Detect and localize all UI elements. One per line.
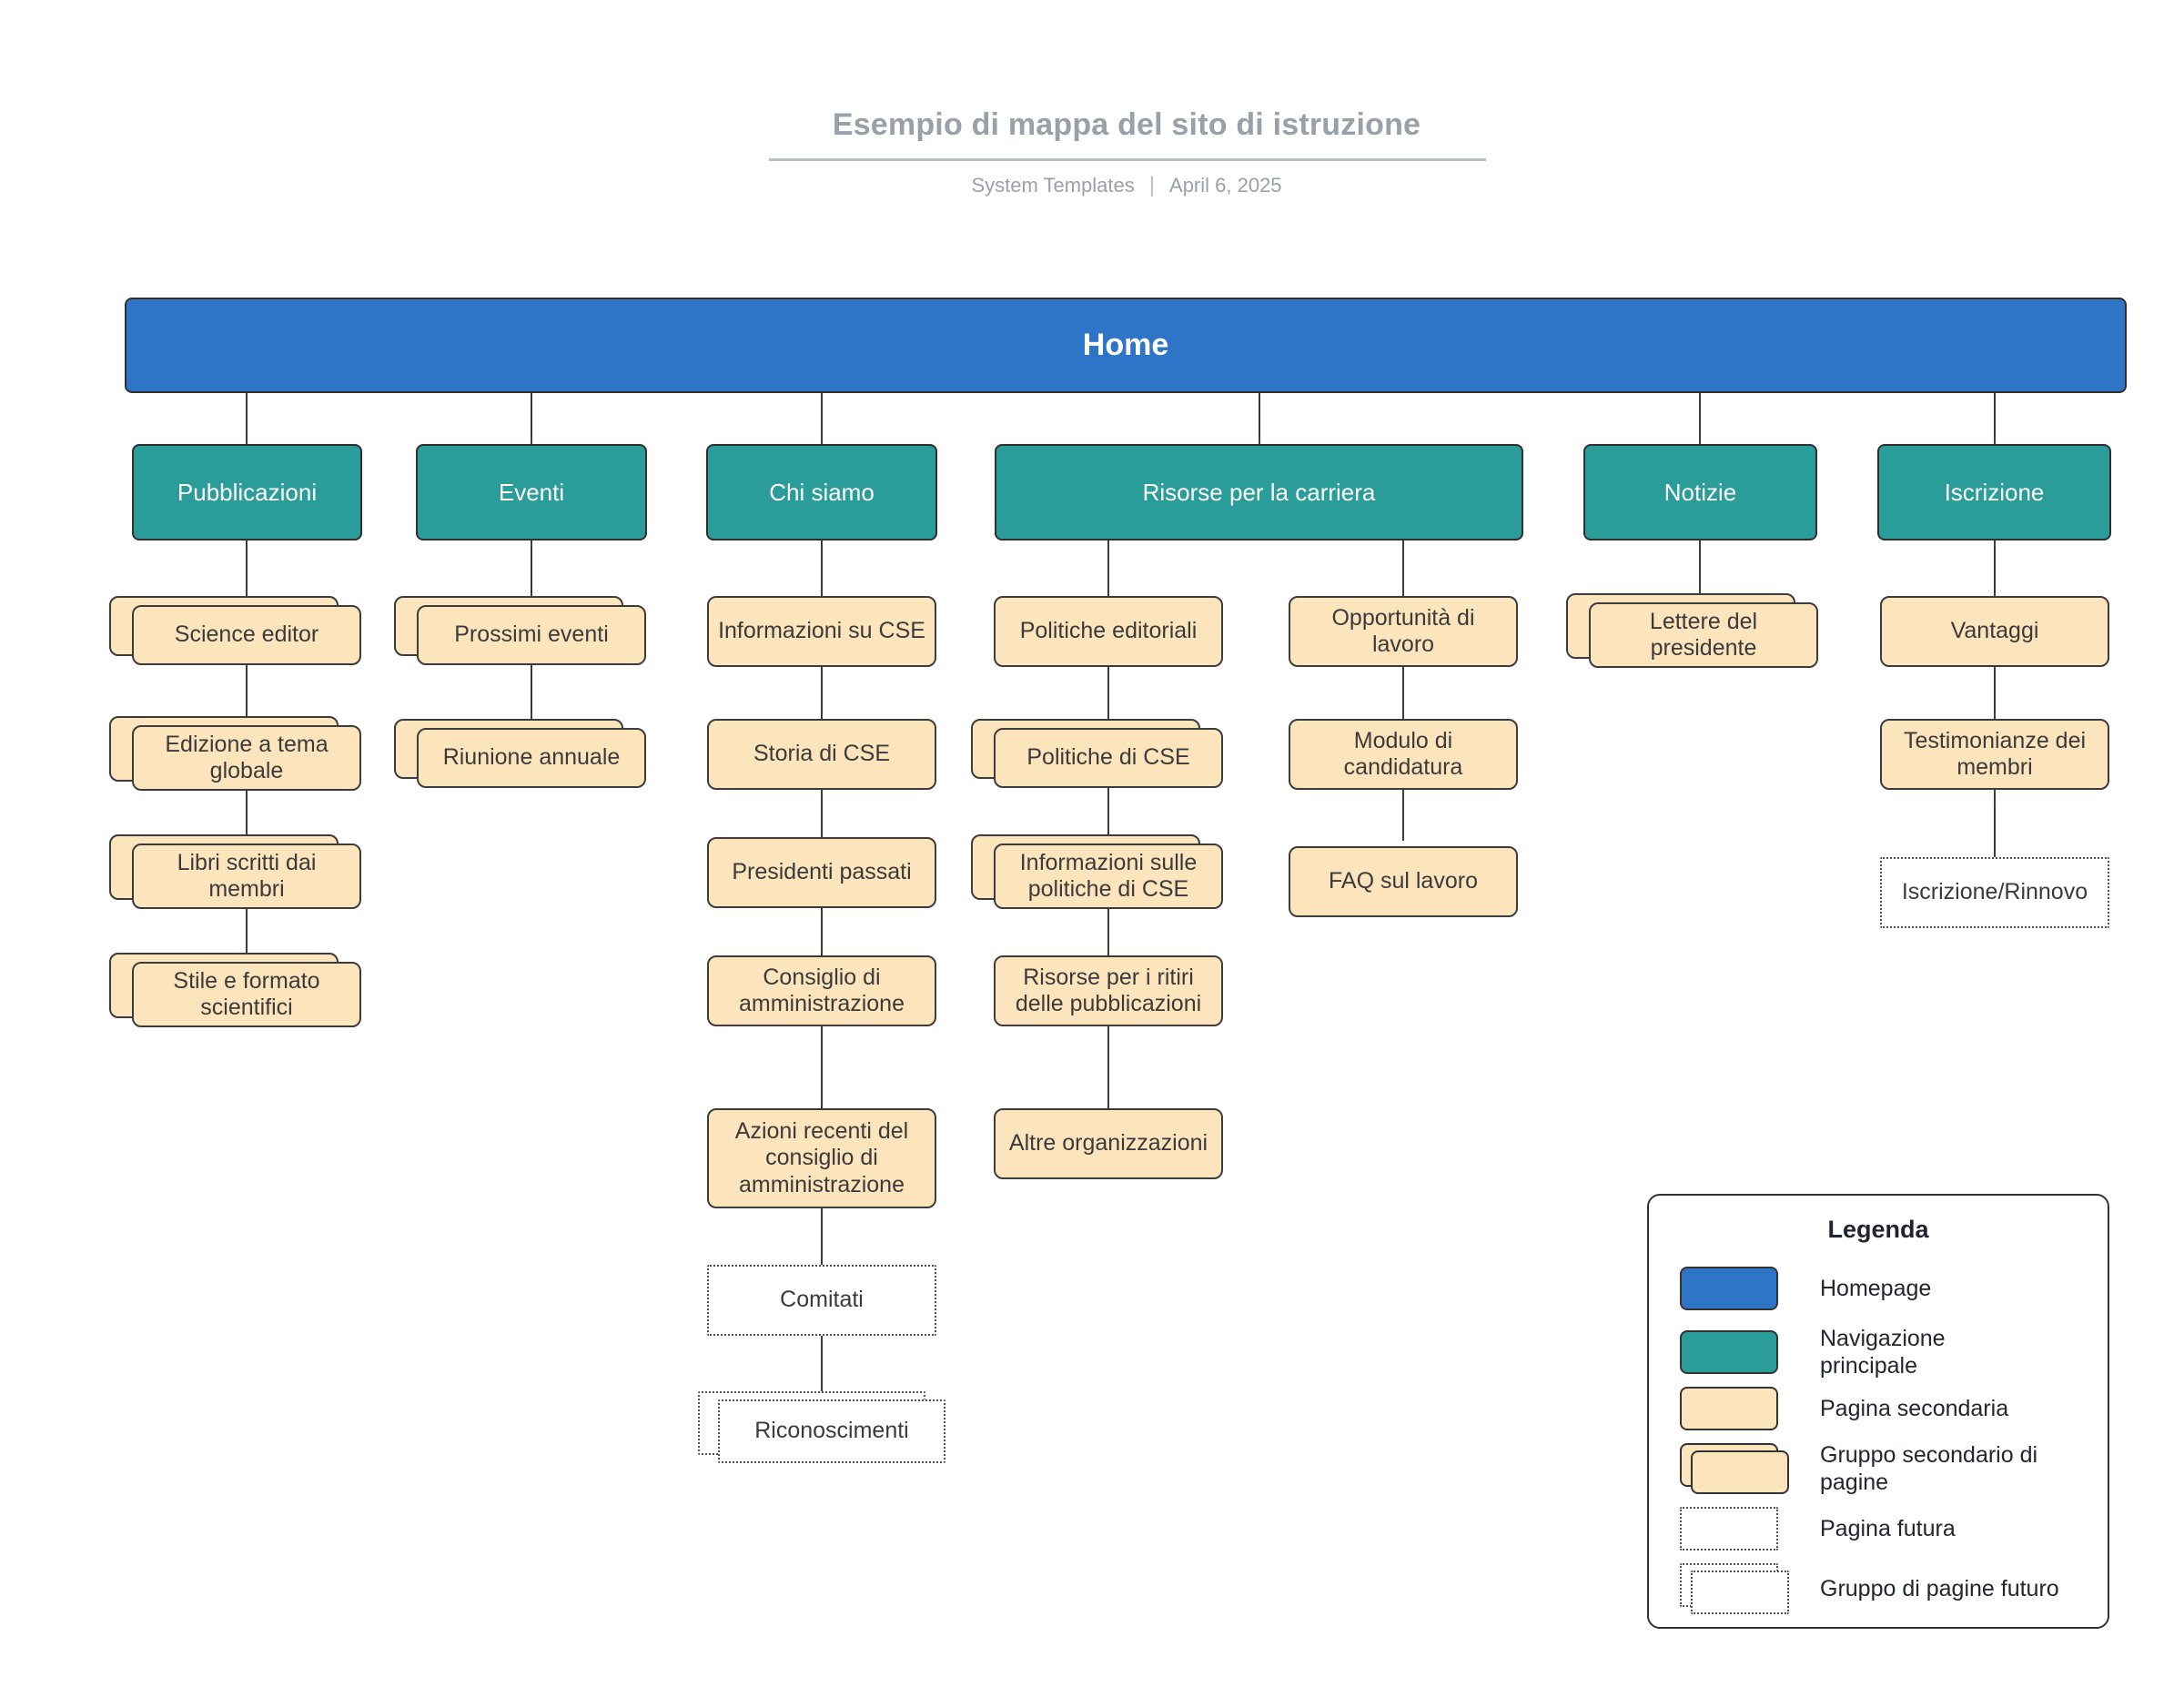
connector-line xyxy=(821,1025,823,1112)
legend-label: Homepage xyxy=(1820,1276,1932,1301)
future-page-iscrizione-rinnovo: Iscrizione/Rinnovo xyxy=(1880,857,2109,928)
secondary-group-swatch xyxy=(1680,1443,1793,1494)
main-nav-swatch xyxy=(1680,1327,1793,1378)
subtitle-source: System Templates xyxy=(971,174,1135,197)
connector-line xyxy=(1107,907,1109,960)
connector-line xyxy=(821,1334,823,1403)
connector-line xyxy=(1994,539,1996,601)
page-presidenti-passati: Presidenti passati xyxy=(707,837,936,908)
legend-label: Navigazione principale xyxy=(1820,1326,1946,1379)
page-azioni-recenti-consiglio: Azioni recenti del consiglio di amminist… xyxy=(707,1108,936,1208)
connector-line xyxy=(246,539,248,610)
nav-section-notizie: Notizie xyxy=(1583,444,1817,540)
connector-line xyxy=(1402,788,1404,841)
page-prossimi-eventi: Prossimi eventi xyxy=(417,605,646,665)
page-risorse-ritiri-pubblicazioni: Risorse per i ritiri delle pubblicazioni xyxy=(994,955,1223,1026)
connector-line xyxy=(821,539,823,601)
future-page-comitati: Comitati xyxy=(707,1265,936,1336)
page-lettere-del-presidente: Lettere del presidente xyxy=(1589,602,1818,668)
page-science-editor: Science editor xyxy=(132,605,361,665)
nav-section-pubblicazioni: Pubblicazioni xyxy=(132,444,362,540)
legend-panel: Legenda Homepage Navigazione principale … xyxy=(1647,1194,2109,1629)
connector-line xyxy=(246,787,248,851)
page-edizione-tema-globale: Edizione a tema globale xyxy=(132,725,361,791)
connector-line xyxy=(821,1207,823,1268)
legend-row-homepage: Homepage xyxy=(1680,1263,1931,1314)
connector-line xyxy=(531,539,532,610)
future-page-swatch xyxy=(1680,1503,1793,1554)
legend-row-future-group: Gruppo di pagine futuro xyxy=(1680,1563,2059,1614)
connector-line xyxy=(821,906,823,959)
connector-line xyxy=(1107,665,1109,732)
connector-line xyxy=(531,391,532,448)
connector-line xyxy=(1259,391,1260,448)
legend-row-secondary-page: Pagina secondaria xyxy=(1680,1383,2008,1434)
connector-line xyxy=(246,663,248,732)
subtitle: System Templates | April 6, 2025 xyxy=(581,173,1673,198)
nav-section-iscrizione: Iscrizione xyxy=(1877,444,2111,540)
page-storia-di-cse: Storia di CSE xyxy=(707,719,936,790)
legend-title: Legenda xyxy=(1827,1216,1929,1243)
connector-line xyxy=(1699,391,1701,448)
legend-label: Gruppo secondario di pagine xyxy=(1820,1442,2038,1495)
connector-line xyxy=(1107,786,1109,848)
connector-line xyxy=(246,905,248,969)
nav-section-eventi: Eventi xyxy=(416,444,647,540)
subtitle-date: April 6, 2025 xyxy=(1169,174,1282,197)
page-stile-formato-scientifici: Stile e formato scientifici xyxy=(132,962,361,1027)
connector-line xyxy=(1699,539,1701,607)
connector-line xyxy=(821,391,823,448)
connector-line xyxy=(1402,539,1404,601)
legend-row-main-nav: Navigazione principale xyxy=(1680,1325,1956,1379)
node-home: Home xyxy=(125,298,2127,393)
connector-line xyxy=(1994,665,1996,722)
homepage-swatch xyxy=(1680,1263,1793,1314)
page-vantaggi: Vantaggi xyxy=(1880,596,2109,667)
legend-label: Pagina futura xyxy=(1820,1516,1956,1541)
future-group-swatch xyxy=(1680,1563,1793,1614)
connector-line xyxy=(1107,539,1109,601)
legend-label: Gruppo di pagine futuro xyxy=(1820,1576,2059,1601)
connector-line xyxy=(1107,1025,1109,1112)
page-faq-sul-lavoro: FAQ sul lavoro xyxy=(1289,846,1518,917)
connector-line xyxy=(531,663,532,736)
legend-row-future-page: Pagina futura xyxy=(1680,1503,1956,1554)
connector-line xyxy=(821,788,823,841)
page-riunione-annuale: Riunione annuale xyxy=(417,728,646,788)
secondary-page-swatch xyxy=(1680,1383,1793,1434)
page-title: Esempio di mappa del sito di istruzione xyxy=(832,107,1421,142)
page-opportunita-di-lavoro: Opportunità di lavoro xyxy=(1289,596,1518,667)
connector-line xyxy=(246,391,248,448)
page-testimonianze-membri: Testimonianze dei membri xyxy=(1880,719,2109,790)
page-libri-scritti-membri: Libri scritti dai membri xyxy=(132,844,361,909)
legend-row-secondary-group: Gruppo secondario di pagine xyxy=(1680,1441,2049,1496)
page-informazioni-politiche-cse: Informazioni sulle politiche di CSE xyxy=(994,844,1223,909)
page-consiglio-amministrazione: Consiglio di amministrazione xyxy=(707,955,936,1026)
legend-label: Pagina secondaria xyxy=(1820,1396,2009,1421)
page-label: Modulo di candidatura xyxy=(1343,727,1463,781)
page-modulo-di-candidatura: Modulo di candidatura xyxy=(1289,719,1518,790)
subtitle-divider: | xyxy=(1148,173,1156,197)
page-informazioni-su-cse: Informazioni su CSE xyxy=(707,596,936,667)
page-politiche-di-cse: Politiche di CSE xyxy=(994,728,1223,788)
nav-section-chi-siamo: Chi siamo xyxy=(706,444,937,540)
nav-section-risorse-carriera: Risorse per la carriera xyxy=(995,444,1523,540)
future-group-riconoscimenti: Riconoscimenti xyxy=(718,1399,945,1463)
connector-line xyxy=(1994,391,1996,448)
page-politiche-editoriali: Politiche editoriali xyxy=(994,596,1223,667)
page-altre-organizzazioni: Altre organizzazioni xyxy=(994,1108,1223,1179)
connector-line xyxy=(1994,788,1996,861)
connector-line xyxy=(821,665,823,722)
connector-line xyxy=(1402,665,1404,722)
title-underline xyxy=(769,158,1486,161)
